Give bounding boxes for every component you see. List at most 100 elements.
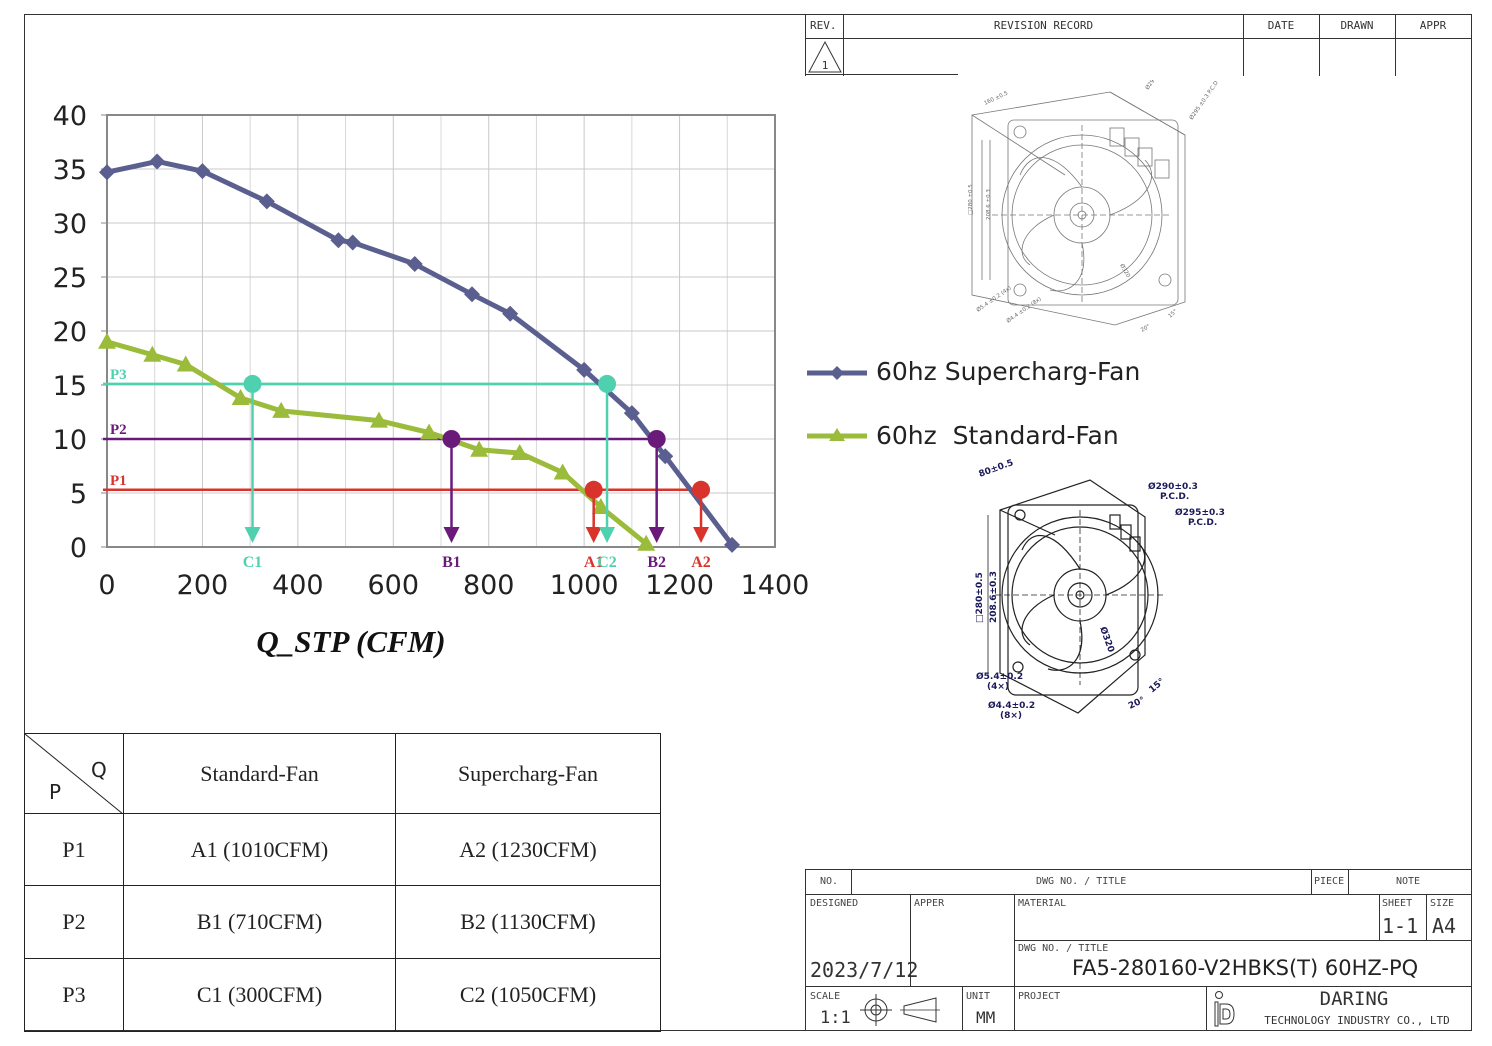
series-point-triangle: [591, 498, 610, 515]
x-tick-label: 1400: [741, 570, 810, 601]
scale-value: 1:1: [820, 1008, 851, 1028]
drop-arrow-a2: [693, 527, 710, 543]
series-point-diamond: [464, 286, 481, 303]
piece-label: PIECE: [1314, 876, 1345, 887]
company-subtitle: TECHNOLOGY INDUSTRY CO., LTD: [1264, 1014, 1450, 1027]
company-name: DARING: [1319, 988, 1389, 1010]
point-label-a1: A1: [584, 554, 604, 571]
operating-point-b2: [647, 430, 666, 448]
pq-table: Q P Standard-Fan Supercharg-Fan P1 A1 (1…: [24, 733, 661, 1032]
drawing-frame: [24, 14, 1472, 1031]
top-dim-3: Ø295 ±0.3 P.C.D: [1188, 80, 1220, 121]
y-tick-label: 30: [53, 209, 87, 240]
bottom-dim-6: Ø320: [1097, 625, 1116, 654]
appr-label: APPR: [1419, 19, 1447, 32]
operating-point-a2: [692, 480, 711, 499]
table-row: P2 B1 (710CFM) B2 (1130CFM): [24, 885, 661, 959]
operating-label-p2: P2: [110, 422, 127, 438]
point-label-b1: B1: [442, 554, 461, 571]
material-label: MATERIAL: [1018, 898, 1067, 909]
header-standard-fan: Standard-Fan: [123, 733, 396, 814]
row-p1-super: A2 (1230CFM): [395, 813, 661, 886]
row-p1-label: P1: [24, 813, 124, 886]
series-point-triangle: [176, 355, 195, 372]
revision-record-label: REVISION RECORD: [993, 19, 1094, 32]
x-axis-label: Q_STP (CFM): [256, 624, 445, 659]
bottom-dim-9: 20°: [1127, 695, 1147, 711]
point-label-c2: C2: [597, 554, 617, 571]
date-label: DATE: [1267, 19, 1295, 32]
series-point-triangle: [231, 388, 250, 405]
series-point-diamond: [149, 153, 166, 170]
drawn-label: DRAWN: [1340, 19, 1374, 32]
y-tick-label: 10: [53, 425, 87, 456]
series-point-triangle: [272, 401, 291, 418]
header-supercharg-fan: Supercharg-Fan: [395, 733, 661, 814]
row-p1-standard: A1 (1010CFM): [123, 813, 396, 886]
bottom-dim-2b: P.C.D.: [1160, 492, 1189, 502]
sheet-value: 1-1: [1382, 914, 1419, 938]
top-dim-2: Ø290 ±0.3 P.C.D: [1144, 80, 1176, 91]
drop-arrow-a1: [585, 527, 602, 543]
bottom-dim-8b: (8×): [1000, 711, 1022, 721]
x-tick-label: 200: [177, 570, 229, 601]
legend-marker-diamond-icon: [830, 366, 844, 380]
x-tick-label: 600: [368, 570, 420, 601]
designed-label: DESIGNED: [810, 898, 859, 909]
top-dim-9: 20°: [1140, 324, 1152, 334]
x-tick-label: 800: [463, 570, 515, 601]
operating-point-c1: [243, 374, 262, 393]
projection-symbol-icon: [860, 994, 940, 1026]
top-dim-7: Ø5.4 ±0.2 (4x): [975, 284, 1013, 313]
table-row: P3 C1 (300CFM) C2 (1050CFM): [24, 958, 661, 1032]
row-p2-standard: B1 (710CFM): [123, 885, 396, 959]
bottom-dim-1: 80±0.5: [978, 458, 1015, 480]
row-p3-super: C2 (1050CFM): [395, 958, 661, 1032]
drop-arrow-b2: [648, 527, 665, 543]
series-point-triangle: [369, 411, 388, 428]
point-label-b2: B2: [647, 554, 666, 571]
legend-marker-triangle-icon: [829, 428, 845, 441]
legend-supercharg-label: 60hz Supercharg-Fan: [876, 357, 1141, 386]
x-tick-label: 1200: [645, 570, 714, 601]
operating-point-a1: [584, 480, 603, 499]
y-tick-label: 5: [70, 479, 87, 510]
series-point-diamond: [724, 536, 741, 553]
series-point-diamond: [258, 193, 275, 210]
row-p3-standard: C1 (300CFM): [123, 958, 396, 1032]
drop-arrow-b1: [443, 527, 460, 543]
series-point-diamond: [406, 256, 423, 273]
series-point-diamond: [657, 448, 674, 465]
y-tick-label: 35: [53, 155, 87, 186]
y-tick-label: 0: [70, 533, 87, 564]
apper-label: APPER: [914, 898, 945, 909]
bottom-dim-5: 208.6±0.3: [989, 571, 999, 623]
dwg-title-label: DWG NO. / TITLE: [1036, 876, 1127, 887]
row-p3-label: P3: [24, 958, 124, 1032]
top-dim-5: 208.6 ±0.3: [986, 189, 992, 220]
chart-legend-markers: [807, 366, 867, 441]
corner-p-label: P: [49, 780, 62, 804]
designed-date: 2023/7/12: [810, 958, 919, 982]
drop-arrow-c2: [599, 527, 616, 543]
size-value: A4: [1432, 914, 1457, 938]
unit-value: MM: [976, 1008, 996, 1027]
series-point-diamond: [623, 405, 640, 422]
bottom-dim-3: Ø295±0.3: [1175, 507, 1225, 518]
series-point-triangle: [637, 534, 656, 551]
bottom-dim-2: Ø290±0.3: [1148, 481, 1198, 492]
series-point-triangle: [420, 423, 439, 440]
top-dim-1: 160 ±0.5: [983, 90, 1009, 106]
revision-record-block: REV. REVISION RECORD DATE DRAWN APPR 1: [805, 14, 1472, 76]
operating-point-c2: [598, 374, 617, 393]
top-dim-8: Ø4.4 ±0.2 (8x): [1005, 295, 1043, 324]
series-point-diamond: [576, 361, 593, 378]
series-point-diamond: [330, 232, 347, 249]
row-p2-label: P2: [24, 885, 124, 959]
series-point-diamond: [194, 163, 211, 180]
bottom-dim-7: Ø5.4±0.2: [976, 671, 1023, 682]
series-point-triangle: [143, 345, 162, 362]
company-logo-icon: [1214, 991, 1235, 1027]
series-point-diamond: [502, 305, 519, 322]
